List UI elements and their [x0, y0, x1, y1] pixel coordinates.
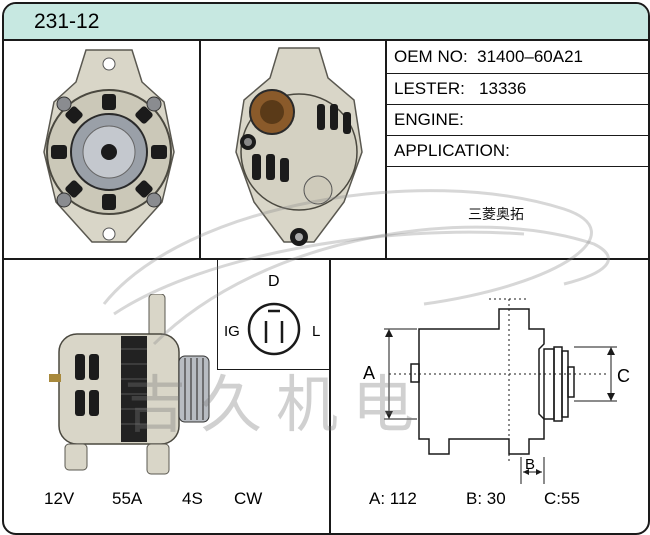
- divider: [387, 135, 648, 136]
- lester-row: LESTER: 13336: [387, 74, 648, 104]
- alternator-side-image: [49, 294, 210, 475]
- rotation: CW: [234, 489, 263, 508]
- dimension-c-label: C: [617, 366, 630, 386]
- divider: [329, 260, 331, 533]
- voltage: 12V: [44, 489, 75, 508]
- application-label: APPLICATION:: [394, 141, 510, 160]
- engine-row: ENGINE:: [387, 105, 648, 135]
- oem-label: OEM NO:: [394, 47, 468, 66]
- engine-label: ENGINE:: [394, 110, 464, 129]
- dimension-b-value: B: 30: [466, 489, 506, 508]
- connector-diagram: D IG L: [224, 273, 320, 356]
- connector-pin-ig: IG: [224, 323, 240, 340]
- divider: [387, 104, 648, 105]
- divider: [387, 73, 648, 74]
- application-note: 三菱奥拓: [468, 207, 524, 223]
- product-code: 231-12: [34, 10, 100, 33]
- connector-frame: [217, 369, 329, 370]
- dimension-a-label: A: [363, 363, 375, 383]
- header-bar: 231-12: [4, 4, 648, 41]
- alternator-front-image: [43, 49, 175, 243]
- divider: [4, 258, 648, 260]
- watermark-swoosh: [102, 189, 610, 346]
- oem-value: 31400–60A21: [477, 47, 584, 66]
- divider: [199, 41, 201, 260]
- dimension-a-value: A: 112: [369, 489, 417, 508]
- oem-row: OEM NO: 31400–60A21: [387, 42, 648, 72]
- divider: [387, 166, 648, 167]
- watermark-text: 吉久机电: [124, 368, 429, 441]
- alternator-rear-image: [235, 47, 363, 246]
- lester-label: LESTER:: [394, 79, 465, 98]
- pulley-groove: 4S: [182, 489, 203, 508]
- application-row: APPLICATION:: [387, 136, 648, 166]
- lester-value: 13336: [479, 79, 527, 98]
- divider: [385, 41, 387, 260]
- connector-plug-icon: [247, 302, 301, 356]
- connector-pin-l: L: [312, 323, 320, 340]
- dimension-b-label: B: [525, 456, 535, 473]
- connector-pin-d: D: [268, 273, 280, 290]
- dimension-c-value: C:55: [544, 489, 580, 508]
- amperage: 55A: [112, 489, 143, 508]
- dimension-drawing: A C B: [363, 298, 630, 484]
- connector-frame: [217, 260, 218, 370]
